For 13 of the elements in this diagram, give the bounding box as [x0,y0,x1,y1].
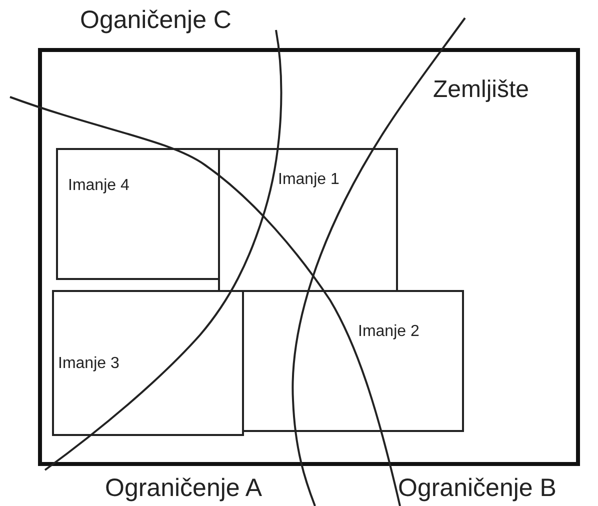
restriction-label: Ograničenje A [105,476,262,501]
property-plot [56,148,220,280]
property-plot [242,290,464,432]
land-area [38,48,580,466]
plot-label: Imanje 2 [358,324,420,340]
property-plot [218,148,398,292]
plot-label: Imanje 4 [68,178,130,194]
plot-label: Imanje 1 [278,172,340,188]
property-plot [52,290,244,436]
area-label: Zemljište [433,78,530,102]
plot-label: Imanje 3 [58,356,120,372]
restriction-label: Oganičenje C [80,8,232,33]
restriction-label: Ograničenje B [398,476,556,501]
